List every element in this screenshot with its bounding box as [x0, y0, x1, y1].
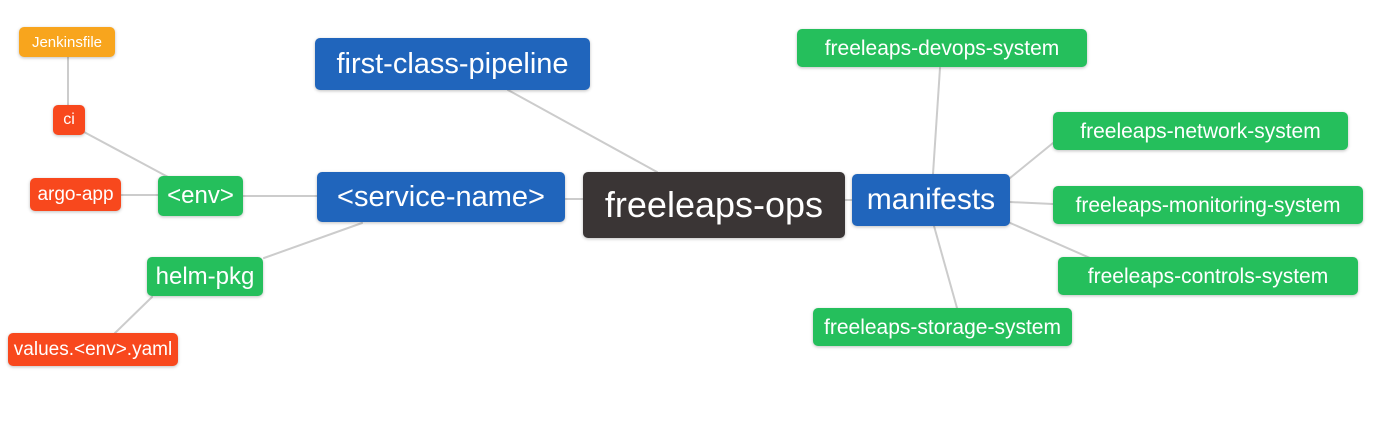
node-freeleaps-storage-system[interactable]: freeleaps-storage-system	[813, 308, 1072, 346]
node-env[interactable]: <env>	[158, 176, 243, 216]
edge-helm-pkg-service-name	[263, 222, 363, 259]
node-label: freeleaps-ops	[604, 184, 824, 225]
node-label: freeleaps-storage-system	[824, 315, 1061, 339]
node-label: freeleaps-controls-system	[1087, 264, 1329, 288]
node-values-env-yaml[interactable]: values.<env>.yaml	[8, 333, 178, 366]
edge-manifests-freeleaps-controls-system	[1007, 221, 1091, 259]
edge-values-env-yaml-helm-pkg	[114, 296, 153, 334]
node-first-class-pipeline[interactable]: first-class-pipeline	[315, 38, 590, 90]
node-manifests[interactable]: manifests	[852, 174, 1010, 226]
node-label: <service-name>	[337, 180, 545, 213]
node-freeleaps-controls-system[interactable]: freeleaps-controls-system	[1058, 257, 1358, 295]
node-label: Jenkinsfile	[31, 33, 103, 51]
node-ci[interactable]: ci	[53, 105, 85, 135]
edge-manifests-freeleaps-monitoring-system	[1009, 201, 1054, 205]
edge-manifests-freeleaps-storage-system	[933, 225, 958, 309]
node-label: values.<env>.yaml	[13, 339, 173, 360]
node-jenkinsfile[interactable]: Jenkinsfile	[19, 27, 115, 57]
node-service-name[interactable]: <service-name>	[317, 172, 565, 222]
node-helm-pkg[interactable]: helm-pkg	[147, 257, 263, 296]
node-label: freeleaps-devops-system	[824, 36, 1060, 60]
node-label: <env>	[167, 182, 234, 209]
node-label: freeleaps-network-system	[1080, 119, 1321, 143]
edge-first-class-pipeline-freeleaps-ops	[507, 89, 658, 173]
edge-manifests-freeleaps-devops-system	[932, 67, 941, 175]
edge-manifests-freeleaps-network-system	[1009, 142, 1054, 179]
node-label: manifests	[866, 183, 996, 216]
node-argo-app[interactable]: argo-app	[30, 178, 121, 211]
node-freeleaps-monitoring-system[interactable]: freeleaps-monitoring-system	[1053, 186, 1363, 224]
node-label: argo-app	[37, 184, 114, 205]
node-freeleaps-network-system[interactable]: freeleaps-network-system	[1053, 112, 1348, 150]
node-label: ci	[63, 111, 75, 128]
node-freeleaps-ops[interactable]: freeleaps-ops	[583, 172, 845, 238]
node-label: helm-pkg	[155, 262, 255, 290]
node-label: freeleaps-monitoring-system	[1075, 193, 1341, 217]
node-freeleaps-devops-system[interactable]: freeleaps-devops-system	[797, 29, 1087, 67]
edge-ci-env	[83, 131, 169, 178]
node-label: first-class-pipeline	[336, 47, 569, 80]
